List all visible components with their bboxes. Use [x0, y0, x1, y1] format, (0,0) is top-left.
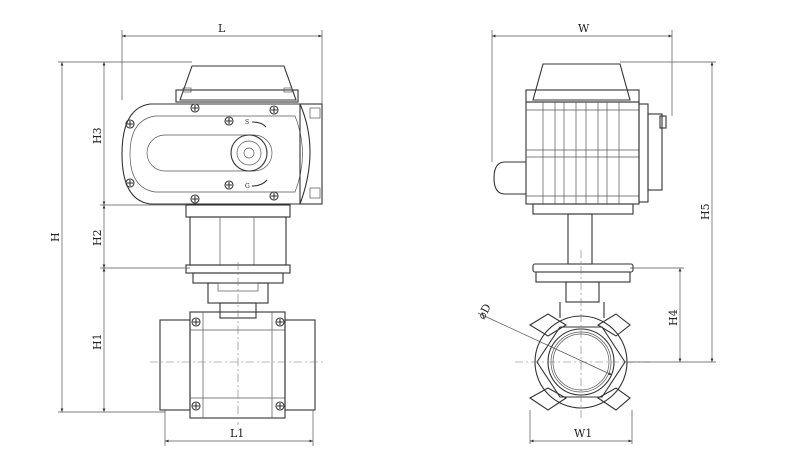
dim-H5: H5: [699, 203, 712, 220]
dim-H: H: [49, 232, 62, 242]
dim-D: ⌀D: [475, 302, 494, 322]
dim-W: W: [578, 22, 590, 35]
dim-W1: W1: [574, 427, 592, 440]
dim-L: L: [218, 22, 226, 35]
front-view: S G L H H3 H2 H1 L1: [49, 22, 325, 446]
dim-H3: H3: [91, 127, 104, 144]
close-indicator-label: G: [245, 183, 250, 190]
open-indicator-label: S: [245, 119, 249, 126]
side-view: ⌀D W H5 H4 W1: [475, 22, 716, 444]
dim-L1: L1: [230, 427, 244, 440]
dim-H2: H2: [91, 229, 104, 246]
dim-H4: H4: [667, 309, 680, 326]
dim-H1: H1: [91, 333, 104, 350]
